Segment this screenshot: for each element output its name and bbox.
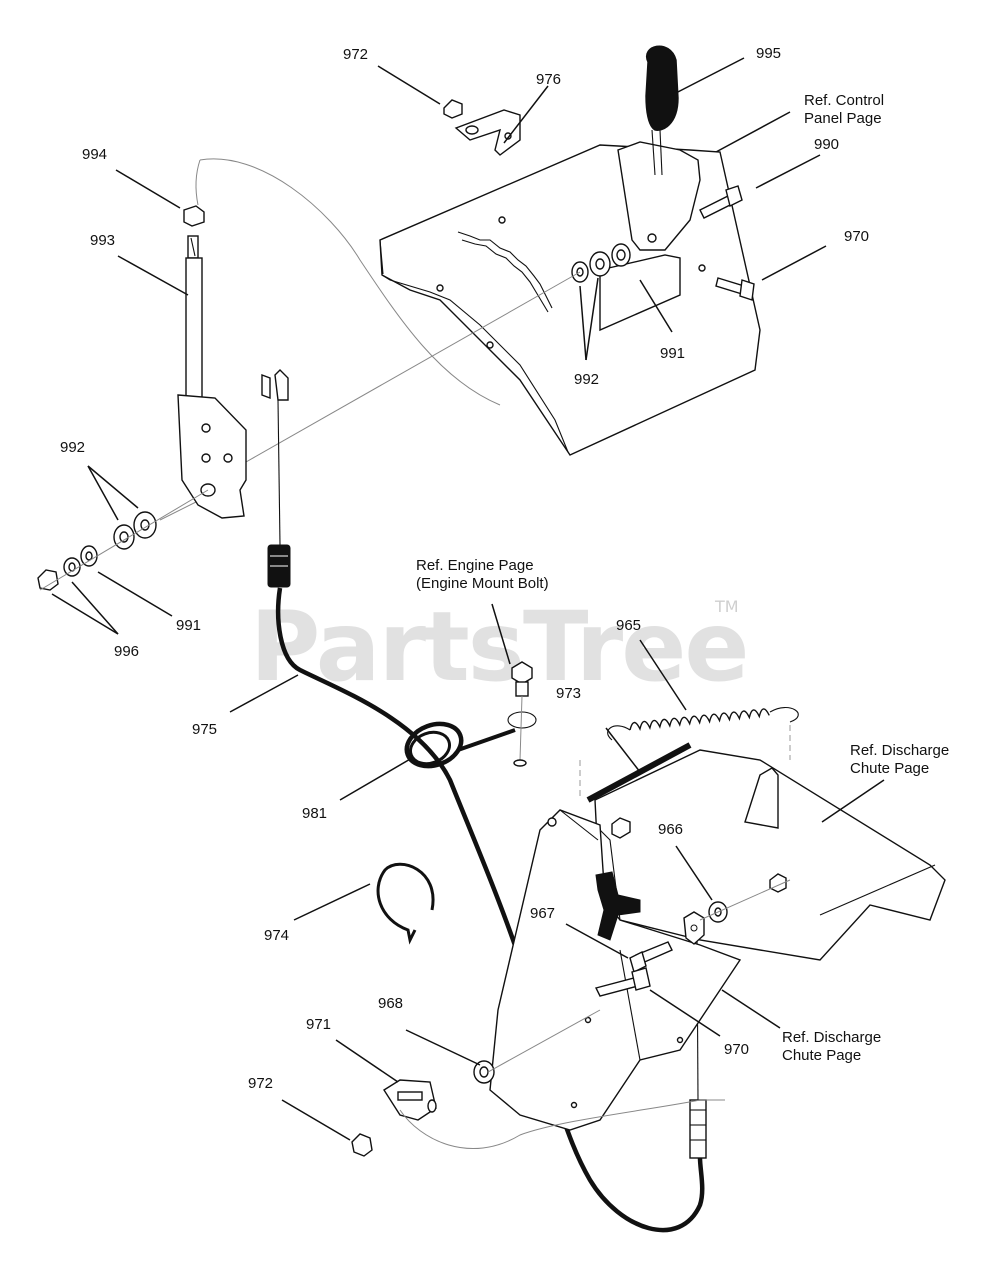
label-976: 976 (536, 71, 561, 88)
label-ref-engine-2: (Engine Mount Bolt) (416, 575, 549, 592)
label-990: 990 (814, 136, 839, 153)
label-991-panel: 991 (660, 345, 685, 362)
label-973: 973 (556, 685, 581, 702)
label-967: 967 (530, 905, 555, 922)
label-ref-control-1: Ref. Control (804, 92, 884, 109)
engine-mount-bolt (507, 661, 537, 767)
label-975: 975 (192, 721, 217, 738)
shift-rod-993 (37, 205, 247, 591)
label-972-bottom: 972 (248, 1075, 273, 1092)
label-991-left: 991 (176, 617, 201, 634)
label-ref-engine-1: Ref. Engine Page (416, 557, 534, 574)
label-972-top: 972 (343, 46, 368, 63)
watermark-trademark: TM (714, 597, 739, 616)
label-965: 965 (616, 617, 641, 634)
label-996: 996 (114, 643, 139, 660)
label-968: 968 (378, 995, 403, 1012)
label-ref-chute-1a: Ref. Discharge (850, 742, 949, 759)
watermark: PartsTree (250, 591, 747, 703)
label-971: 971 (306, 1016, 331, 1033)
label-ref-control-2: Panel Page (804, 110, 882, 127)
label-970-top: 970 (844, 228, 869, 245)
label-994: 994 (82, 146, 107, 163)
leader-lines (51, 57, 885, 1141)
retaining-ring-974 (376, 862, 435, 945)
part-labels: 972 976 995 Ref. Control Panel Page 990 … (60, 45, 949, 1092)
label-981: 981 (302, 805, 327, 822)
label-992-panel: 992 (574, 371, 599, 388)
label-ref-chute-2b: Chute Page (782, 1047, 861, 1064)
label-ref-chute-1b: Chute Page (850, 760, 929, 777)
label-995: 995 (756, 45, 781, 62)
rod-973 (586, 742, 692, 803)
label-966: 966 (658, 821, 683, 838)
control-panel-assembly (159, 45, 761, 521)
label-993: 993 (90, 232, 115, 249)
discharge-chute-assembly (489, 725, 946, 1131)
spring-965 (607, 707, 799, 741)
label-ref-chute-2a: Ref. Discharge (782, 1029, 881, 1046)
label-992-left: 992 (60, 439, 85, 456)
label-974: 974 (264, 927, 289, 944)
label-970-bottom: 970 (724, 1041, 749, 1058)
lower-bracket-assembly (351, 1009, 725, 1157)
